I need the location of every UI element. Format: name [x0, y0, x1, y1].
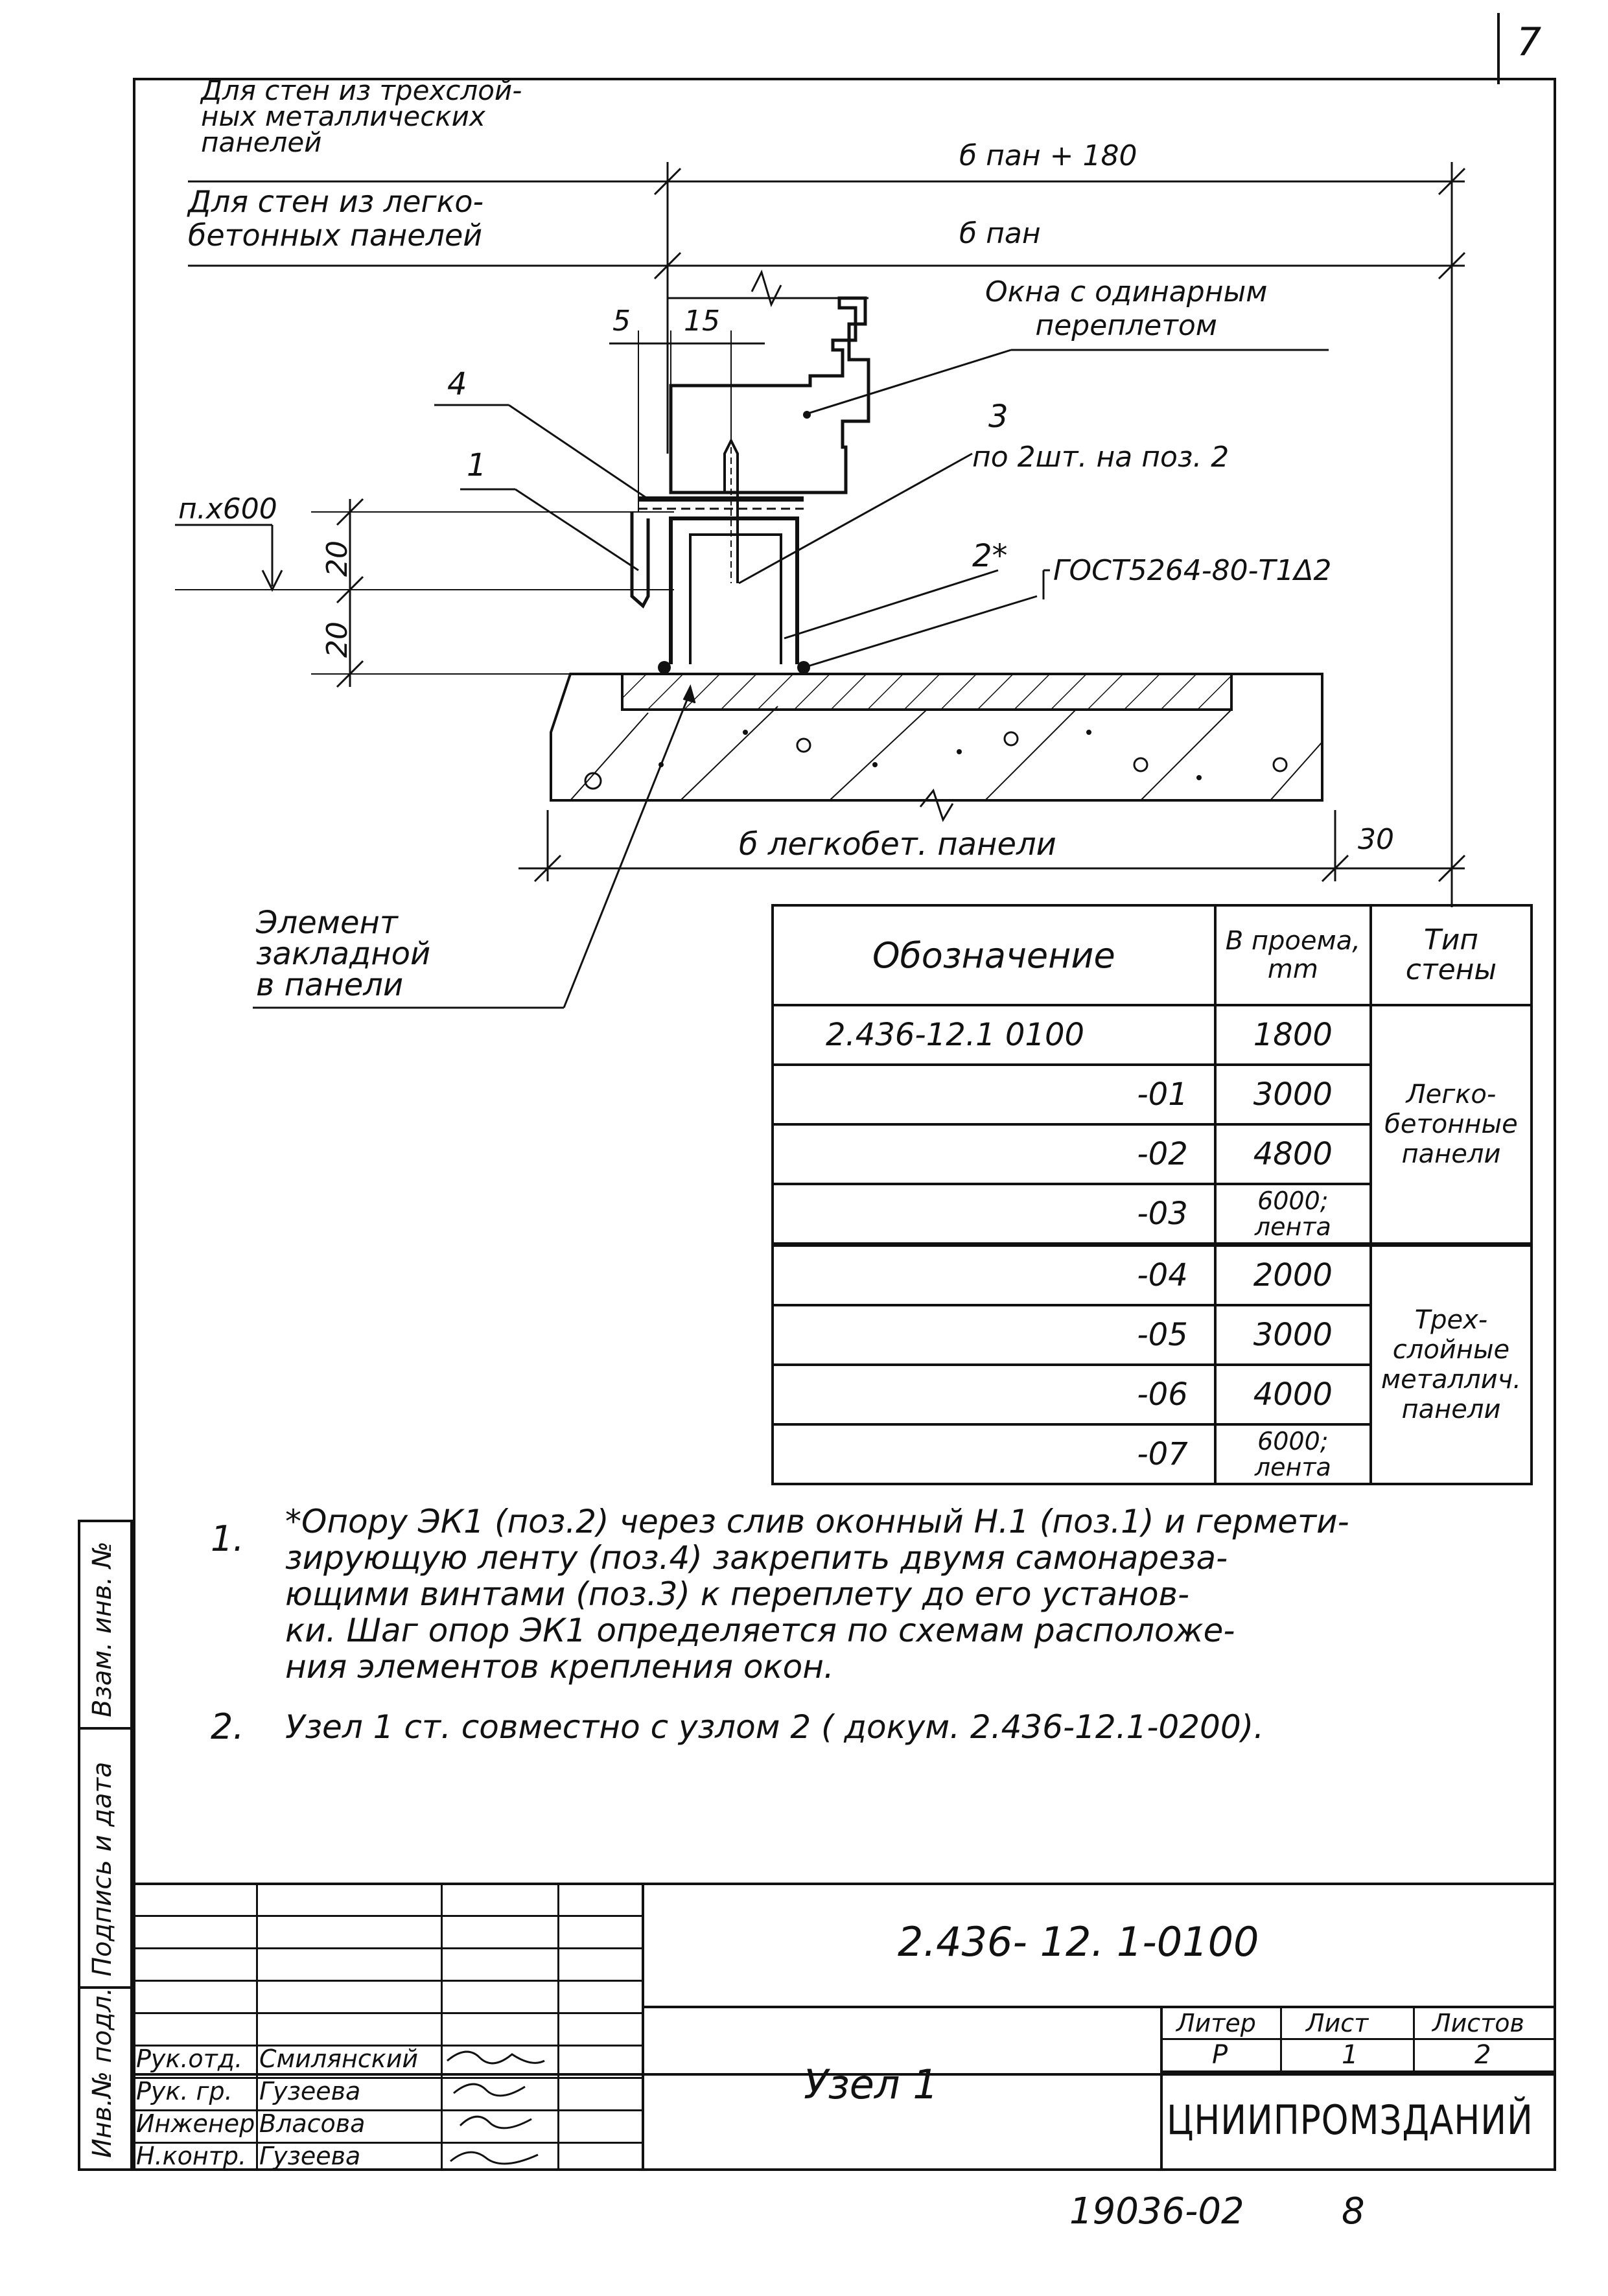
dim-b-panel: б легкобет. панели — [739, 826, 1056, 863]
signer-name-head-dept: Смилянский — [259, 2045, 419, 2073]
table-row: -02 4800 — [771, 1123, 1532, 1185]
drawing-frame — [133, 78, 1556, 2076]
dim-30: 30 — [1358, 823, 1394, 856]
note-2-text: Узел 1 ст. совместно с узлом 2 ( докум. … — [285, 1708, 1264, 1746]
page-number: 7 — [1517, 19, 1542, 65]
dim-20-upper: 20 — [321, 540, 354, 577]
row-code: 2.436-12.1 0100 — [771, 1004, 1217, 1066]
side-stamp — [78, 1520, 133, 2171]
table-row: 2.436-12.1 0100 1800 Легко- бетонные пан… — [771, 1004, 1533, 1246]
support-ek1 — [669, 516, 799, 664]
header-wall-type: Тип стены — [1369, 904, 1533, 1006]
signer-name-engineer: Власова — [259, 2109, 366, 2138]
spec-table: Обозначение B проема, mm Тип стены 2.436… — [771, 904, 1533, 1485]
page-number-separator — [1497, 13, 1500, 84]
row-width: 3000 — [1213, 1304, 1372, 1366]
sheet-value: 1 — [1342, 2040, 1358, 2070]
table-row: -03 6000; лента — [771, 1183, 1532, 1246]
position-3-note: по 2шт. на поз. 2 — [972, 441, 1229, 474]
embedded-element-label: Элемент закладной в панели — [256, 905, 431, 1003]
note-1-number: 1. — [211, 1518, 244, 1559]
row-width: 3000 — [1213, 1063, 1372, 1126]
window-label: Окна с одинарным переплетом — [985, 275, 1268, 342]
row-code: -03 — [771, 1183, 1217, 1246]
header-designation: Обозначение — [771, 904, 1217, 1006]
stage-value: Р — [1212, 2040, 1228, 2070]
note-1-text: *Опору ЭК1 (поз.2) через слив оконный Н.… — [285, 1503, 1349, 1686]
signer-name-head-group: Гузеева — [259, 2077, 361, 2105]
dim-20-lower: 20 — [321, 621, 354, 658]
dim-15: 15 — [684, 305, 720, 338]
table-row: -04 2000 Трех- слойные металлич. панели — [771, 1242, 1533, 1485]
row-code: -04 — [771, 1242, 1217, 1306]
dim-b-pan-180: б пан + 180 — [959, 139, 1137, 172]
signer-name-norm-control: Гузеева — [259, 2142, 361, 2170]
position-3-label: 3 — [988, 399, 1008, 435]
embedded-plate — [621, 673, 1233, 711]
row-width: 4000 — [1213, 1363, 1372, 1426]
signer-role-engineer: Инженер — [136, 2109, 255, 2138]
gost-weld-note: ГОСТ5264-80-Т1Δ2 — [1053, 554, 1332, 587]
row-width: 6000; лента — [1213, 1183, 1372, 1246]
dim-5: 5 — [612, 305, 631, 338]
header-width: B проема, mm — [1213, 904, 1372, 1006]
side-stamp-replacement: Взам. инв. № — [87, 1541, 117, 1717]
signer-role-head-group: Рук. гр. — [136, 2077, 233, 2105]
label-light-concrete-walls: Для стен из легко- бетонных панелей — [188, 184, 484, 253]
row-code: -02 — [771, 1123, 1217, 1185]
side-stamp-signature-date: Подпись и дата — [87, 1761, 117, 1977]
sheet-header: Лист — [1306, 2009, 1369, 2037]
spec-table-header: Обозначение B проема, mm Тип стены — [771, 904, 1533, 1006]
note-2-number: 2. — [211, 1706, 244, 1747]
position-4-label: 4 — [447, 366, 467, 402]
signer-role-head-dept: Рук.отд. — [136, 2045, 243, 2073]
bottom-page-number: 8 — [1342, 2190, 1365, 2232]
table-row: -01 3000 — [771, 1063, 1532, 1126]
side-stamp-inventory: Инв.№ подл. — [87, 1987, 117, 2158]
wall-type-light-concrete: Легко- бетонные панели — [1369, 1004, 1533, 1246]
organization-name: ЦНИИПРОМЗДАНИЙ — [1167, 2096, 1533, 2144]
signatures — [447, 2050, 545, 2165]
dim-b-pan: б пан — [959, 217, 1041, 250]
row-code: -01 — [771, 1063, 1217, 1126]
signer-role-norm-control: Н.контр. — [136, 2142, 247, 2170]
row-width: 4800 — [1213, 1123, 1372, 1185]
sheets-value: 2 — [1474, 2040, 1491, 2070]
position-2-label: 2* — [972, 538, 1008, 574]
title-block-grid — [133, 1883, 642, 2171]
dim-nx600: п.х600 — [178, 493, 277, 526]
table-row: -07 6000; лента — [771, 1423, 1532, 1485]
row-width: 6000; лента — [1213, 1423, 1372, 1485]
node-title: Узел 1 — [804, 2061, 938, 2108]
table-row: -06 4000 — [771, 1363, 1532, 1426]
archive-number: 19036-02 — [1069, 2190, 1244, 2232]
row-code: -05 — [771, 1304, 1217, 1366]
position-1-label: 1 — [467, 447, 487, 483]
stage-header: Литер — [1176, 2009, 1256, 2037]
row-width: 2000 — [1213, 1242, 1372, 1306]
document-code: 2.436- 12. 1-0100 — [898, 1918, 1259, 1966]
row-code: -07 — [771, 1423, 1217, 1485]
row-code: -06 — [771, 1363, 1217, 1426]
row-width: 1800 — [1213, 1004, 1372, 1066]
window-sill — [630, 512, 650, 609]
wall-type-three-layer: Трех- слойные металлич. панели — [1369, 1242, 1533, 1485]
label-three-layer-walls: Для стен из трехслой- ных металлических … — [201, 75, 522, 158]
sheets-header: Листов — [1432, 2009, 1524, 2037]
table-row: -05 3000 — [771, 1304, 1532, 1366]
